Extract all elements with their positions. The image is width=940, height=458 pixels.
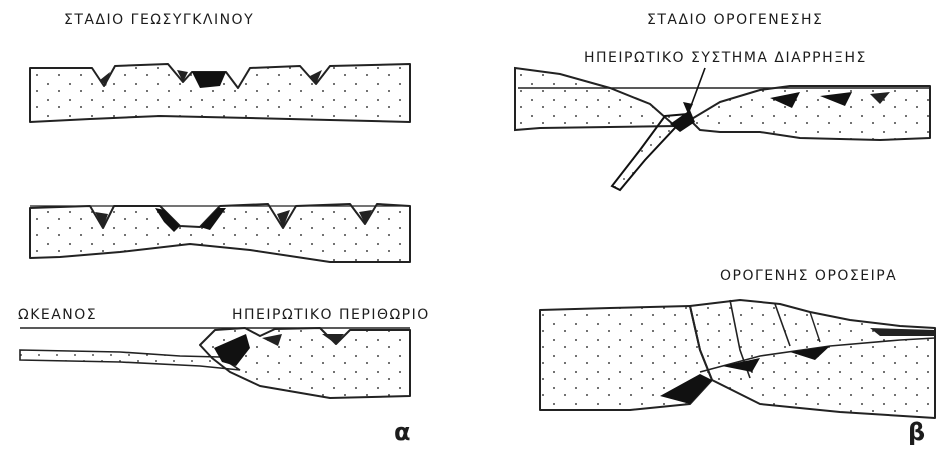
geosyncline-block-2 (30, 204, 410, 262)
orogenesis-block-1 (515, 68, 930, 190)
continental-margin-block (20, 328, 410, 398)
orogenesis-block-2 (540, 300, 935, 418)
geosyncline-block-1 (30, 64, 410, 122)
